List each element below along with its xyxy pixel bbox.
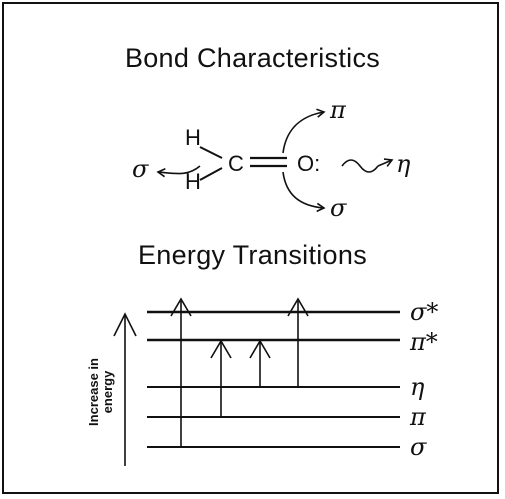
atom-h-bottom: H — [185, 169, 201, 194]
level-label-sigma-star: σ* — [410, 298, 438, 326]
eta-label: η — [396, 150, 411, 178]
energy-transitions-title: Energy Transitions — [137, 240, 367, 270]
pi-bond-label: π — [329, 96, 347, 124]
energy-axis-caption: Increase in energy — [86, 358, 115, 426]
bond-h-c-top — [199, 146, 223, 159]
diagram-border — [2, 2, 499, 494]
bond-h-c-bottom — [199, 167, 223, 181]
bond-characteristics-title: Bond Characteristics — [124, 43, 381, 73]
level-label-sigma: σ — [410, 433, 427, 461]
atom-carbon: C — [228, 151, 244, 176]
sigma-ch-arrow — [156, 165, 201, 178]
sigma-bond-label-left: σ — [132, 155, 149, 183]
energy-axis-label-line2: energy — [100, 370, 115, 413]
formaldehyde-structure: H H C O: π σ σ η — [132, 96, 411, 222]
atom-h-top: H — [185, 125, 201, 150]
energy-axis-arrowhead — [113, 312, 137, 337]
transition-arrowhead-2 — [210, 339, 232, 359]
transition-arrowhead-3 — [249, 339, 271, 359]
level-label-pi: π — [409, 403, 427, 431]
level-label-pi-star: π* — [409, 328, 438, 356]
pi-bond-arrow — [282, 108, 326, 154]
energy-axis-label-line1: Increase in — [86, 358, 101, 426]
energy-level-diagram: σ* π* η π σ Increase in energy — [86, 297, 438, 466]
transition-arrowhead-1 — [170, 297, 192, 317]
sigma-bond-arrow — [282, 171, 326, 213]
lone-pair-arrow-head — [377, 158, 394, 167]
lone-pair-wavy-line — [341, 159, 379, 173]
transition-arrowhead-4 — [287, 297, 309, 317]
level-label-eta: η — [410, 373, 425, 401]
sigma-bond-label-right: σ — [330, 194, 347, 222]
atom-oxygen: O: — [297, 151, 320, 176]
